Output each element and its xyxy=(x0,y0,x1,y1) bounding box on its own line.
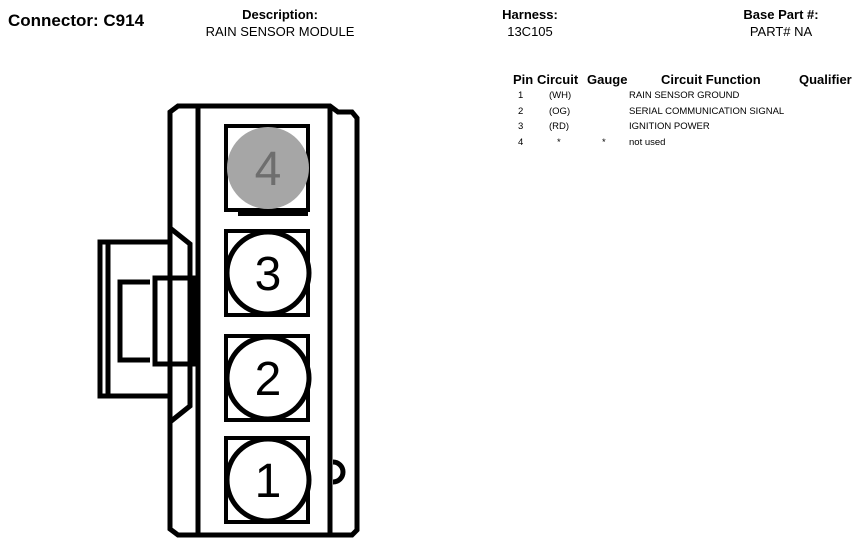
connector-housing xyxy=(97,103,360,538)
pin-number-label: 2 xyxy=(255,353,282,406)
circuit-cell: (OG) xyxy=(549,105,571,117)
col-pin-header: Pin xyxy=(513,72,534,87)
pin-terminal-circle xyxy=(227,127,309,209)
latch-inner xyxy=(117,279,150,363)
housing-left-step xyxy=(168,226,193,424)
base-part-block: Base Part #: PART# NA xyxy=(720,7,842,41)
pin-terminal-circle xyxy=(224,436,312,524)
pin-cavities: 4 3 2 1 xyxy=(224,124,312,524)
col-qualifier-header: Qualifier xyxy=(799,72,852,87)
circuit-function-cell: not used xyxy=(629,136,666,148)
circuit-cell: (WH) xyxy=(549,90,572,101)
pin-number-label: 1 xyxy=(255,455,282,508)
pin-number-cell: 1 xyxy=(518,90,524,101)
connector-title: Connector: C914 xyxy=(8,11,145,30)
pin-terminal-circle xyxy=(224,334,312,422)
gauge-cell: * xyxy=(602,136,606,148)
keying-notch xyxy=(332,459,346,485)
latch-block xyxy=(152,275,196,367)
description-block: Description: RAIN SENSOR MODULE xyxy=(200,7,360,41)
harness-label: Harness: xyxy=(502,7,558,22)
description-label: Description: xyxy=(242,7,318,22)
col-function-header: Circuit Function xyxy=(661,72,761,87)
harness-value: 13C105 xyxy=(507,24,553,39)
pin-number-label: 3 xyxy=(255,248,282,301)
circuit-cell: * xyxy=(557,136,561,148)
col-circuit-header: Circuit xyxy=(537,72,579,87)
circuit-function-cell: SERIAL COMMUNICATION SIGNAL xyxy=(629,105,785,117)
pin-number-cell: 4 xyxy=(518,136,524,148)
pin-number-cell: 2 xyxy=(518,105,524,117)
circuit-function-cell: IGNITION POWER xyxy=(629,121,710,132)
circuit-function-cell: RAIN SENSOR GROUND xyxy=(629,90,740,101)
base-part-value: PART# NA xyxy=(749,24,813,39)
pin-number-cell: 3 xyxy=(518,121,524,132)
housing-outline xyxy=(167,103,360,538)
pin-number-label: 4 xyxy=(255,143,282,196)
description-value: RAIN SENSOR MODULE xyxy=(205,24,355,39)
pin-terminal-circle xyxy=(224,229,312,317)
col-gauge-header: Gauge xyxy=(587,72,628,87)
harness-block: Harness: 13C105 xyxy=(470,7,590,41)
base-part-label: Base Part #: xyxy=(743,7,819,22)
latch-outer xyxy=(97,239,170,399)
circuit-cell: (RD) xyxy=(549,121,570,132)
